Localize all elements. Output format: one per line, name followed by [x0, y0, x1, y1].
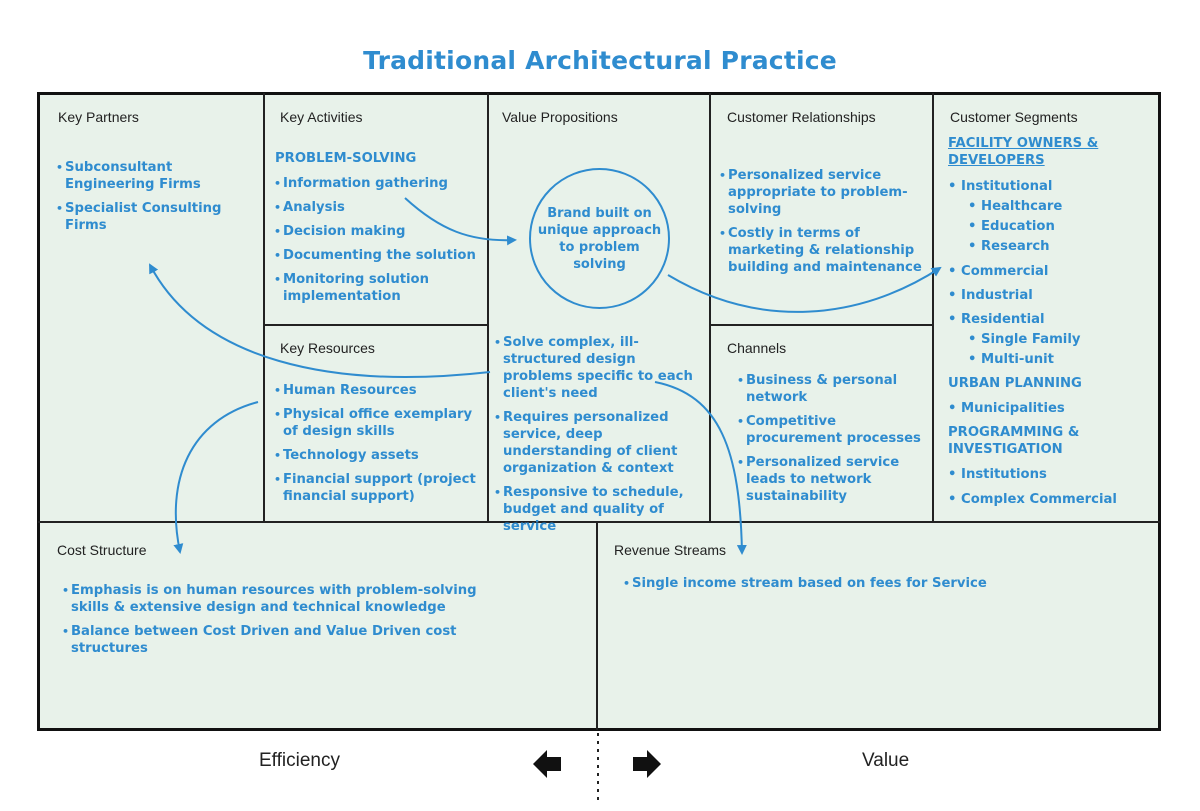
list-item: Costly in terms of marketing & relations… — [719, 225, 924, 276]
list-item: Responsive to schedule, budget and quali… — [494, 484, 702, 535]
arrow-activities-to-brand — [404, 197, 517, 246]
segment-label: Multi-unit — [981, 352, 1054, 367]
arrow-left-icon — [533, 750, 561, 778]
programming-subheading: PROGRAMMING & INVESTIGATION — [948, 425, 1080, 457]
list-item: Personalized service leads to network su… — [737, 454, 927, 505]
segment-label: Healthcare — [981, 199, 1063, 214]
divider — [596, 522, 598, 730]
key-partners-list: Subconsultant Engineering Firms Speciali… — [56, 159, 251, 241]
key-partners-heading: Key Partners — [58, 109, 139, 125]
divider — [263, 93, 265, 523]
list-item: Technology assets — [274, 447, 479, 464]
list-item: Requires personalized service, deep unde… — [494, 409, 702, 477]
list-item: Information gathering — [274, 175, 479, 192]
list-item: Subconsultant Engineering Firms — [56, 159, 251, 193]
customer-relationships-heading: Customer Relationships — [727, 109, 876, 125]
value-propositions-list: Solve complex, ill-structured design pro… — [494, 334, 702, 542]
list-item: Documenting the solution — [274, 247, 479, 264]
segment-label: Industrial — [961, 288, 1033, 303]
list-item: Human Resources — [274, 382, 479, 399]
segment-label: Institutions — [961, 467, 1047, 482]
segment-label: Municipalities — [961, 401, 1065, 416]
diagram-title: Traditional Architectural Practice — [363, 46, 837, 75]
segment-healthcare: • Healthcare — [968, 199, 1063, 214]
value-propositions-heading: Value Propositions — [502, 109, 618, 125]
segment-label: Research — [981, 239, 1050, 254]
segment-label: Complex Commercial — [961, 492, 1117, 507]
cost-structure-heading: Cost Structure — [57, 542, 147, 558]
list-item: Monitoring solution implementation — [274, 271, 479, 305]
arrow-right-icon — [633, 750, 661, 778]
divider — [932, 93, 934, 523]
list-item: Specialist Consulting Firms — [56, 200, 251, 234]
divider — [487, 93, 489, 523]
divider — [264, 324, 488, 326]
segment-label: Residential — [961, 312, 1045, 327]
key-resources-heading: Key Resources — [280, 340, 375, 356]
list-item: Physical office exemplary of design skil… — [274, 406, 479, 440]
customer-relationships-list: Personalized service appropriate to prob… — [719, 167, 924, 283]
list-item: Analysis — [274, 199, 479, 216]
urban-planning-subheading: URBAN PLANNING — [948, 376, 1082, 391]
segment-residential: • Residential — [948, 312, 1045, 327]
list-item: Emphasis is on human resources with prob… — [62, 582, 502, 616]
customer-segments-heading: Customer Segments — [950, 109, 1078, 125]
divider — [710, 324, 933, 326]
efficiency-label: Efficiency — [259, 750, 340, 771]
channels-heading: Channels — [727, 340, 787, 356]
list-item: Competitive procurement processes — [737, 413, 927, 447]
segment-industrial: • Industrial — [948, 288, 1033, 303]
segment-label: Single Family — [981, 332, 1081, 347]
revenue-streams-heading: Revenue Streams — [614, 542, 727, 558]
brand-circle: Brand built on unique approach to proble… — [529, 168, 670, 309]
list-item: Business & personal network — [737, 372, 927, 406]
segment-multi-unit: • Multi-unit — [968, 352, 1054, 367]
segment-municipalities: • Municipalities — [948, 401, 1065, 416]
value-label: Value — [862, 750, 910, 771]
revenue-streams-list: Single income stream based on fees for S… — [623, 575, 1023, 599]
arrow-brand-to-segments — [667, 266, 942, 313]
key-activities-heading: Key Activities — [280, 109, 363, 125]
list-item: Balance between Cost Driven and Value Dr… — [62, 623, 502, 657]
segment-label: Commercial — [961, 264, 1049, 279]
divider — [709, 93, 711, 523]
list-item: Solve complex, ill-structured design pro… — [494, 334, 702, 402]
segment-institutions: • Institutions — [948, 467, 1047, 482]
segment-institutional: • Institutional — [948, 179, 1053, 194]
arrow-resources-to-cost — [173, 401, 259, 554]
key-resources-list: Human Resources Physical office exemplar… — [274, 382, 479, 512]
brand-circle-text: Brand built on unique approach to proble… — [537, 205, 662, 272]
list-item: Personalized service appropriate to prob… — [719, 167, 924, 218]
list-item: Single income stream based on fees for S… — [623, 575, 1023, 592]
key-activities-list: Information gathering Analysis Decision … — [274, 175, 479, 312]
cost-structure-list: Emphasis is on human resources with prob… — [62, 582, 502, 664]
segment-research: • Research — [968, 239, 1050, 254]
segment-complex-commercial: • Complex Commercial — [948, 492, 1117, 507]
facility-owners-subheading: FACILITY OWNERS & DEVELOPERS — [948, 136, 1099, 168]
segment-commercial: • Commercial — [948, 264, 1049, 279]
list-item: Decision making — [274, 223, 479, 240]
problem-solving-subheading: PROBLEM-SOLVING — [275, 151, 417, 166]
arrow-value-to-revenue — [654, 381, 747, 555]
segment-single-family: • Single Family — [968, 332, 1081, 347]
segment-label: Education — [981, 219, 1055, 234]
channels-list: Business & personal network Competitive … — [737, 372, 927, 512]
segment-label: Institutional — [961, 179, 1053, 194]
arrow-value-to-partners — [149, 263, 491, 378]
segment-education: • Education — [968, 219, 1055, 234]
list-item: Financial support (project financial sup… — [274, 471, 479, 505]
